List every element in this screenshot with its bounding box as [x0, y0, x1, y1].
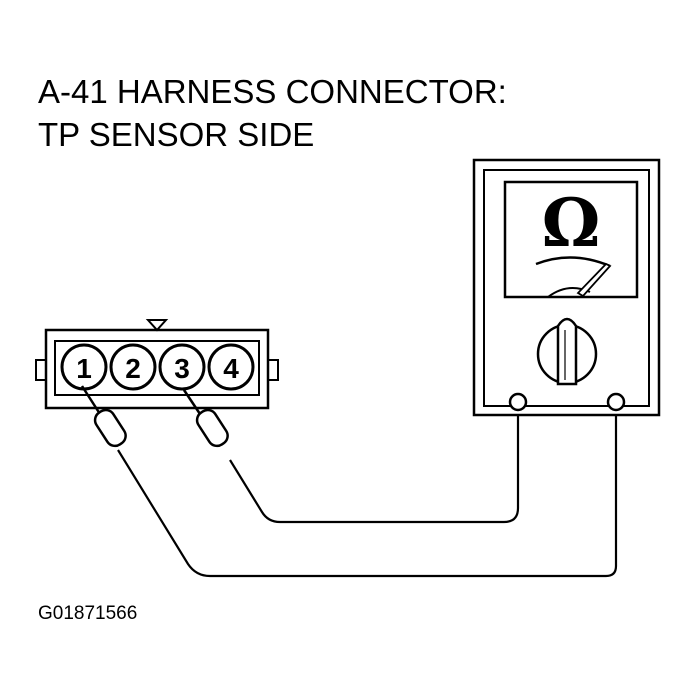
meter-scale-arc [535, 256, 611, 268]
harness-connector: 1 2 3 4 [35, 319, 279, 410]
probe-pin-1 [80, 385, 127, 448]
wire-to-pin-1 [117, 408, 618, 578]
probe-3-tip [182, 389, 202, 415]
probe-1-handle [93, 408, 127, 448]
pin-4-label: 4 [223, 353, 239, 384]
meter-jack-com [508, 392, 528, 412]
probe-1-tip [80, 385, 102, 415]
ohmmeter: Ω [472, 158, 661, 417]
wire-to-pin-3 [229, 408, 520, 524]
figure-id: G01871566 [38, 603, 137, 624]
probe-3-handle [195, 408, 229, 448]
meter-jack-ohm [606, 392, 626, 412]
pin-2-label: 2 [125, 353, 141, 384]
selector-knob-icon [536, 317, 598, 386]
probe-pin-3 [182, 389, 229, 448]
pin-1-label: 1 [76, 353, 92, 384]
title-line-1: A-41 HARNESS CONNECTOR: [38, 73, 507, 110]
selector-knob-pointer [556, 317, 578, 386]
pin-2-circle [109, 343, 157, 391]
title-line-2: TP SENSOR SIDE [38, 116, 314, 153]
pin-4-circle [207, 343, 255, 391]
meter-needle [576, 262, 612, 298]
ohm-symbol: Ω [542, 184, 601, 262]
meter-display-window [503, 180, 639, 299]
connector-key-triangle [145, 319, 169, 332]
pin-3-circle [158, 343, 206, 391]
pin-3-label: 3 [174, 353, 190, 384]
